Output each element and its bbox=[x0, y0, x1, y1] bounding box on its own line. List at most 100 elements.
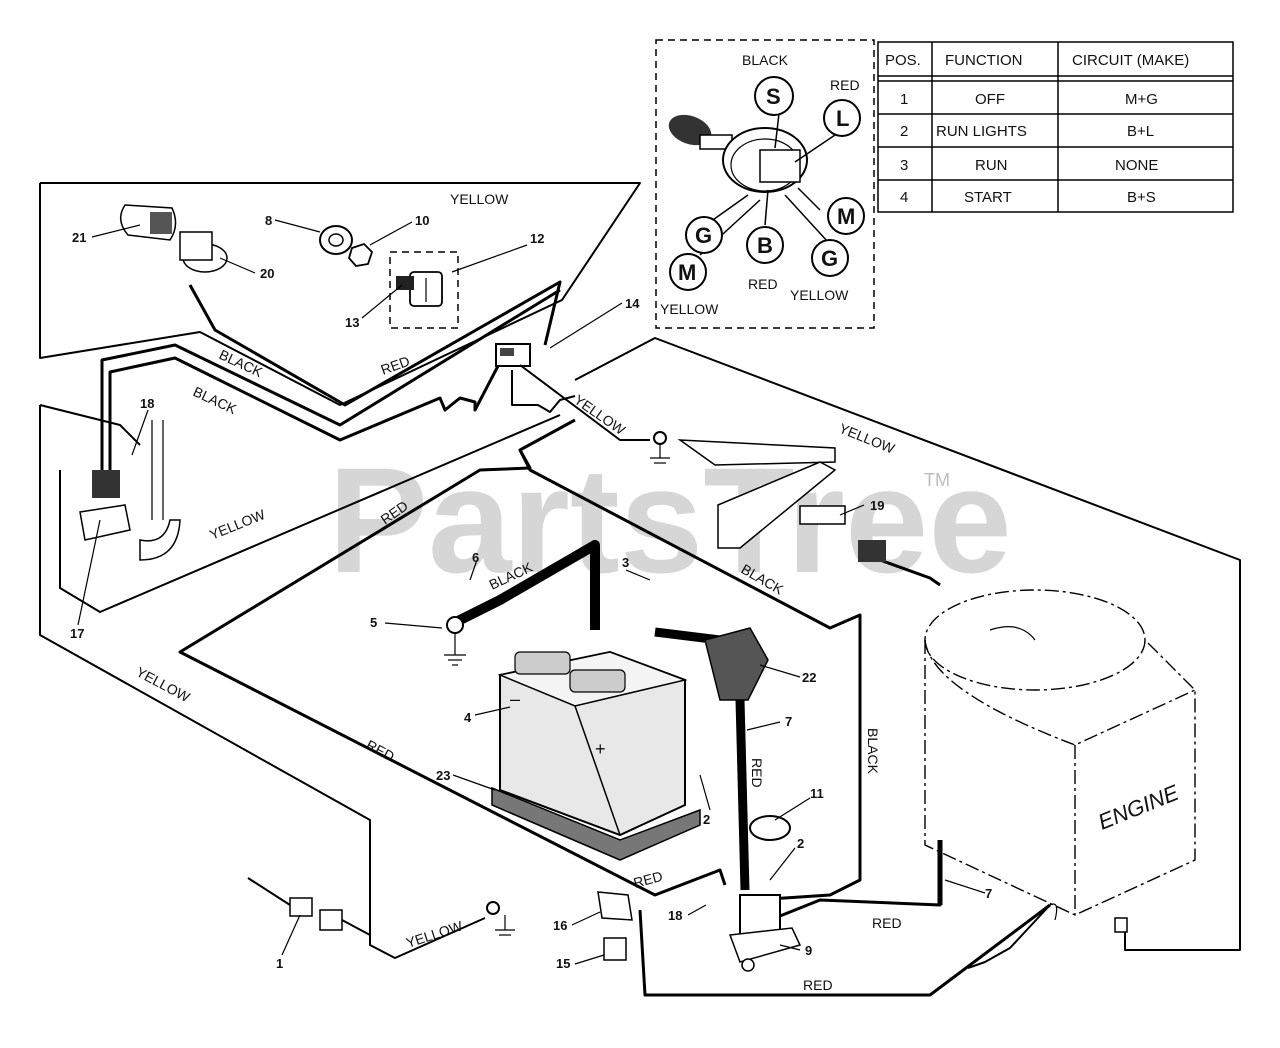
table-cell: RUN LIGHTS bbox=[936, 123, 1027, 140]
wire-black-harness bbox=[100, 288, 561, 470]
callout-number: 18 bbox=[668, 908, 682, 923]
callout-number: 23 bbox=[436, 768, 450, 783]
callout-number: 1 bbox=[276, 956, 283, 971]
terminal-wire-color: RED bbox=[830, 77, 860, 93]
callout-number: 20 bbox=[260, 266, 274, 281]
terminal-wire-color: RED bbox=[748, 276, 778, 292]
callout-number: 10 bbox=[415, 213, 429, 228]
wire-yellow-seat bbox=[59, 414, 561, 613]
callout-number: 5 bbox=[370, 615, 377, 630]
wire-label: BLACK bbox=[217, 346, 266, 380]
callouts: 21 20 8 10 12 13 14 18 17 19 6 3 5 4 22 … bbox=[70, 213, 992, 971]
wire-yellow-right bbox=[574, 337, 1241, 951]
engine-label: ENGINE bbox=[1095, 780, 1183, 835]
pto-switch-icon bbox=[677, 439, 886, 562]
connector-1-icon bbox=[247, 877, 371, 936]
callout-number: 21 bbox=[72, 230, 86, 245]
callout-number: 11 bbox=[810, 786, 824, 801]
callout-number: 2 bbox=[797, 836, 804, 851]
callout-number: 3 bbox=[622, 555, 629, 570]
wire-yellow-left bbox=[39, 405, 486, 959]
terminal-label: L bbox=[836, 106, 849, 131]
table-cell: RUN bbox=[975, 157, 1008, 174]
wire-label: RED bbox=[872, 915, 902, 931]
table-cell: START bbox=[964, 189, 1012, 206]
wire-red-solenoid bbox=[769, 840, 942, 922]
table-cell: M+G bbox=[1125, 91, 1158, 108]
table-cell: B+S bbox=[1127, 189, 1156, 206]
callout-number: 14 bbox=[625, 296, 640, 311]
wire-black-upper bbox=[188, 280, 562, 407]
table-cell: B+L bbox=[1127, 123, 1154, 140]
table-cell: OFF bbox=[975, 91, 1005, 108]
wire-label: RED bbox=[803, 977, 833, 993]
switch-inset-border bbox=[655, 39, 875, 329]
terminal-wire-color: YELLOW bbox=[790, 287, 849, 303]
fuse-icon bbox=[597, 891, 633, 961]
wire-yellow-left-top bbox=[39, 404, 141, 446]
wire-label: YELLOW bbox=[134, 664, 194, 706]
callout-number: 17 bbox=[70, 626, 84, 641]
table-header: CIRCUIT (MAKE) bbox=[1072, 52, 1189, 69]
callout-number: 8 bbox=[265, 213, 272, 228]
terminal-label: B bbox=[757, 233, 773, 258]
callout-number: 7 bbox=[985, 886, 992, 901]
callout-number: 19 bbox=[870, 498, 884, 513]
terminal-boot-icon bbox=[704, 627, 769, 701]
callout-number: 15 bbox=[556, 956, 570, 971]
wire-label: YELLOW bbox=[404, 917, 465, 950]
wire-black-middle bbox=[518, 449, 862, 902]
ignition-switch-icon bbox=[396, 271, 443, 307]
wire-label: YELLOW bbox=[571, 391, 629, 438]
cap-icon bbox=[749, 815, 791, 841]
callout-number: 2 bbox=[703, 812, 710, 827]
switch-inset: S L M G B M G BLACK RED RED YELLOW YELLO… bbox=[655, 39, 875, 329]
callout-number: 6 bbox=[472, 550, 479, 565]
wire-red-upper bbox=[108, 356, 500, 470]
callout-number: 7 bbox=[785, 714, 792, 729]
wire-black-19 bbox=[879, 558, 941, 587]
svg-text:–: – bbox=[510, 689, 520, 709]
wire-label: RED bbox=[632, 868, 665, 891]
ground-icon bbox=[444, 616, 466, 666]
table-cell: NONE bbox=[1115, 157, 1158, 174]
callout-number: 18 bbox=[140, 396, 154, 411]
terminal-label: S bbox=[766, 84, 781, 109]
switch-function-table: POS. FUNCTION CIRCUIT (MAKE) 1 OFF M+G 2… bbox=[877, 41, 1234, 213]
callout-number: 22 bbox=[802, 670, 816, 685]
terminal-label: G bbox=[821, 246, 838, 271]
terminal-label: M bbox=[837, 204, 855, 229]
table-cell: 4 bbox=[900, 189, 908, 206]
wire-label: RED bbox=[749, 758, 765, 788]
wire-red-bottom bbox=[638, 903, 1051, 997]
battery-icon: + – bbox=[497, 650, 688, 837]
callout-number: 4 bbox=[464, 710, 472, 725]
connector-14-icon bbox=[495, 343, 531, 367]
headlight-icon bbox=[119, 204, 228, 273]
table-header: POS. bbox=[885, 52, 921, 69]
ground-icon bbox=[486, 901, 515, 936]
wire-label: YELLOW bbox=[207, 506, 268, 543]
svg-text:+: + bbox=[595, 739, 606, 759]
table-cell: 3 bbox=[900, 157, 908, 174]
watermark-brand: PartsTree bbox=[328, 436, 1012, 604]
terminal-label: G bbox=[695, 223, 712, 248]
terminal-wire-color: YELLOW bbox=[660, 301, 719, 317]
wire-yellow-ground bbox=[519, 364, 650, 441]
table-cell: 2 bbox=[900, 123, 908, 140]
engine-icon bbox=[924, 589, 1196, 969]
wire-yellow-junction bbox=[511, 370, 576, 413]
wire-label: BLACK bbox=[865, 728, 881, 775]
wire-label: YELLOW bbox=[450, 191, 509, 207]
callout-number: 12 bbox=[530, 231, 544, 246]
dash-panel-outline bbox=[39, 182, 641, 406]
battery-tray-icon bbox=[491, 786, 701, 861]
nut-icon bbox=[319, 225, 374, 267]
wire-label: BLACK bbox=[191, 383, 240, 417]
seat-switch-icon bbox=[79, 420, 181, 561]
leader-lines bbox=[77, 219, 986, 965]
table-cell: 1 bbox=[900, 91, 908, 108]
cable-black-battery bbox=[447, 540, 600, 630]
